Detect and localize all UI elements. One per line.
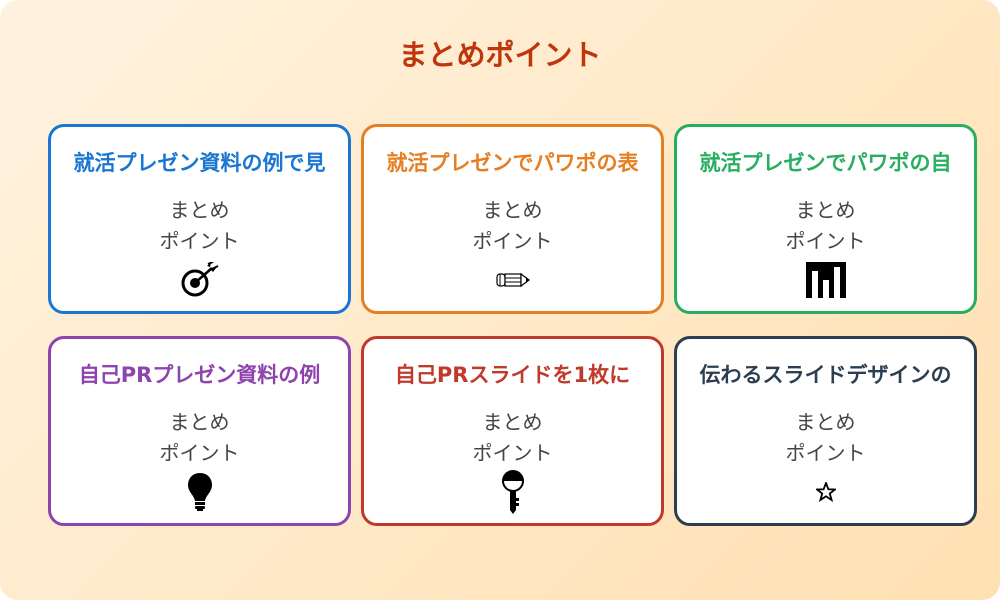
card-subtitle-line2: ポイント — [159, 229, 240, 253]
card-subtitle-line2: ポイント — [472, 229, 553, 253]
card-title: 自己PRプレゼン資料の例 — [78, 363, 321, 387]
card-5[interactable]: 自己PRスライドを1枚に まとめ ポイント — [361, 336, 664, 526]
card-subtitle-line1: まとめ — [482, 198, 543, 222]
card-subtitle-line2: ポイント — [785, 229, 866, 253]
card-subtitle: まとめ ポイント — [51, 195, 348, 257]
card-6[interactable]: 伝わるスライドデザインの まとめ ポイント — [674, 336, 977, 526]
card-subtitle: まとめ ポイント — [677, 407, 974, 469]
card-4[interactable]: 自己PRプレゼン資料の例 まとめ ポイント — [48, 336, 351, 526]
card-title: 就活プレゼン資料の例で見 — [73, 151, 326, 175]
page-title: まとめポイント — [398, 38, 602, 72]
card-title: 就活プレゼンでパワポの自 — [699, 151, 952, 175]
card-subtitle-line1: まとめ — [795, 198, 856, 222]
card-2[interactable]: 就活プレゼンでパワポの表 まとめ ポイント — [361, 124, 664, 314]
card-subtitle: まとめ ポイント — [677, 195, 974, 257]
card-title: 伝わるスライドデザインの — [699, 363, 952, 387]
target-arrow-icon — [51, 261, 348, 299]
card-subtitle: まとめ ポイント — [51, 407, 348, 469]
bar-chart-icon — [677, 261, 974, 299]
key-icon — [364, 470, 661, 514]
card-title: 自己PRスライドを1枚に — [394, 363, 631, 387]
card-subtitle: まとめ ポイント — [364, 195, 661, 257]
card-subtitle-line2: ポイント — [472, 441, 553, 465]
card-subtitle-line1: まとめ — [795, 410, 856, 434]
card-subtitle-line2: ポイント — [785, 441, 866, 465]
card-subtitle: まとめ ポイント — [364, 407, 661, 469]
star-icon — [677, 473, 974, 511]
lightbulb-icon — [51, 473, 348, 511]
card-title: 就活プレゼンでパワポの表 — [386, 151, 639, 175]
card-3[interactable]: 就活プレゼンでパワポの自 まとめ ポイント — [674, 124, 977, 314]
card-subtitle-line2: ポイント — [159, 441, 240, 465]
card-subtitle-line1: まとめ — [482, 410, 543, 434]
card-1[interactable]: 就活プレゼン資料の例で見 まとめ ポイント — [48, 124, 351, 314]
card-subtitle-line1: まとめ — [169, 198, 230, 222]
pencil-icon — [364, 261, 661, 299]
card-subtitle-line1: まとめ — [169, 410, 230, 434]
